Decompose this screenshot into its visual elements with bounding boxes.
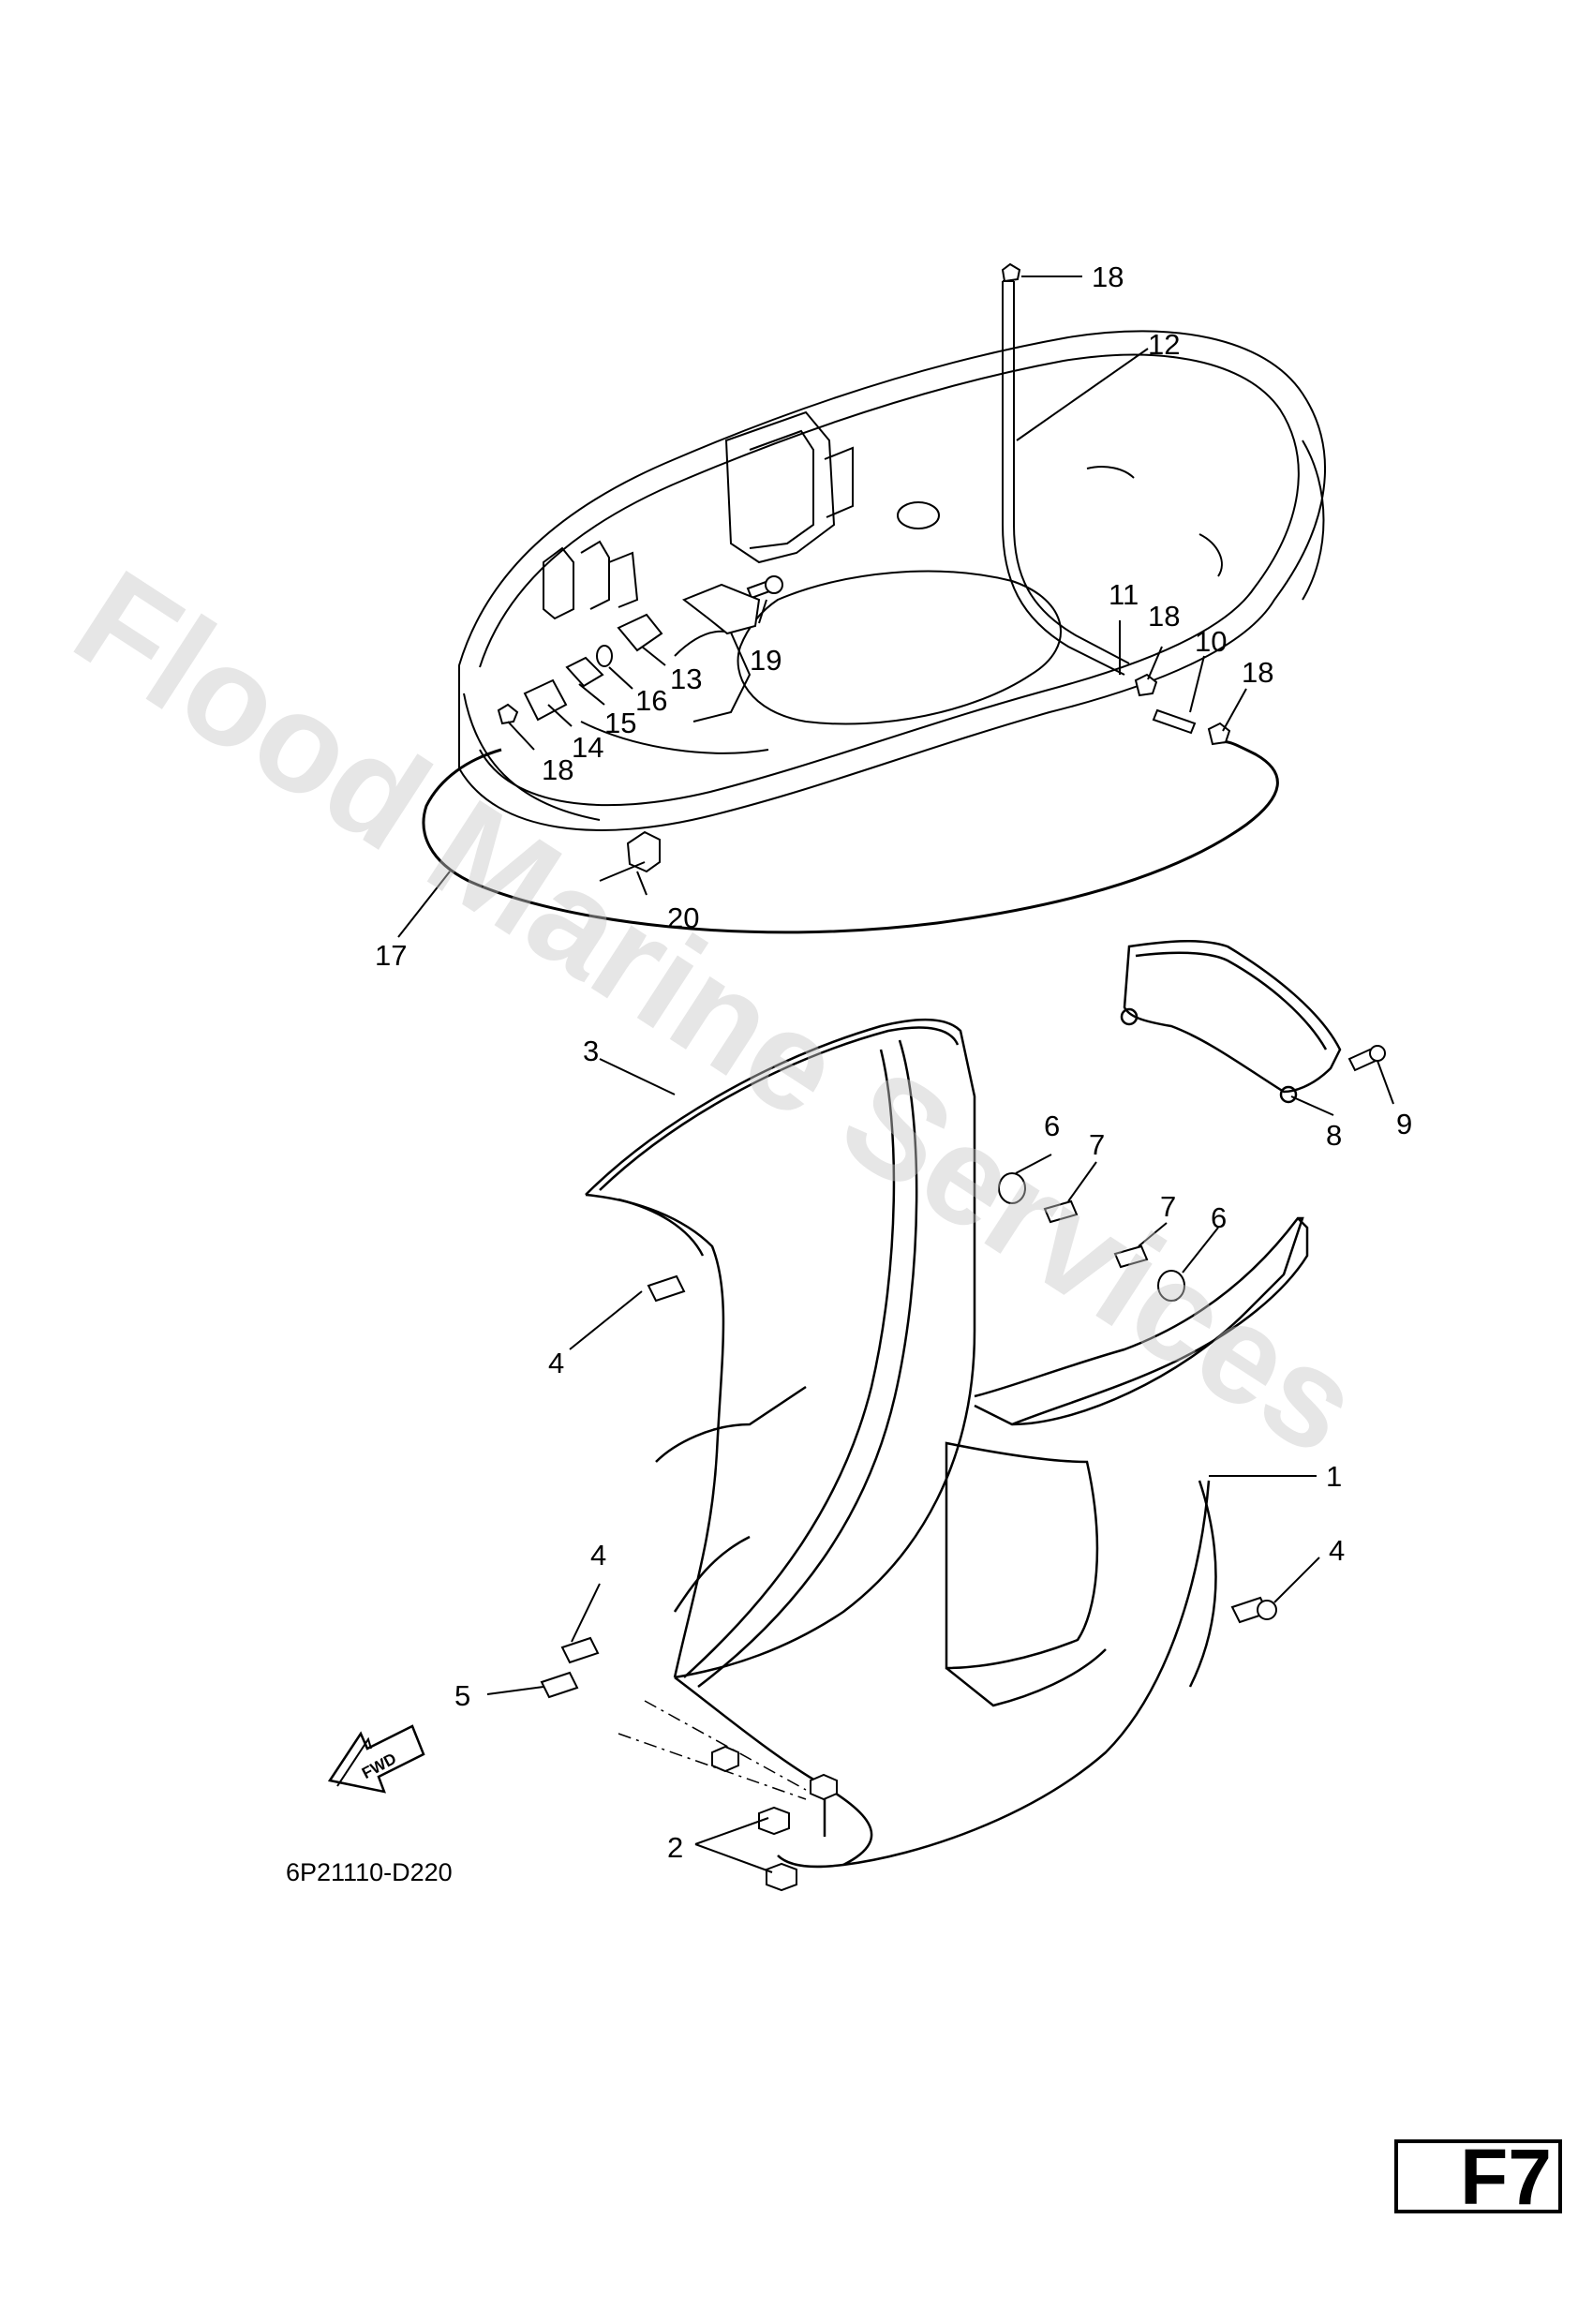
callout-5: 5	[454, 1679, 470, 1712]
callout-4-c: 4	[590, 1539, 606, 1572]
callout-4-a: 4	[548, 1347, 564, 1379]
callout-7-b: 7	[1160, 1190, 1176, 1223]
callout-12: 12	[1148, 328, 1180, 361]
callout-18-far: 18	[1242, 656, 1273, 689]
top-cowling	[458, 330, 1326, 831]
callout-20: 20	[667, 901, 699, 934]
callout-4-b: 4	[1329, 1534, 1345, 1567]
callout-18-right: 18	[1148, 600, 1180, 633]
callout-11: 11	[1109, 578, 1139, 611]
drawing-code: 6P21110-D220	[286, 1858, 453, 1886]
callout-8: 8	[1326, 1119, 1342, 1152]
callout-2: 2	[667, 1831, 683, 1864]
callout-1: 1	[1326, 1460, 1342, 1493]
dashed-lines	[618, 1700, 807, 1800]
hardware-lower-group	[540, 1045, 1386, 1892]
bracket-8	[1120, 940, 1342, 1104]
callout-9: 9	[1396, 1108, 1412, 1140]
callout-17: 17	[375, 939, 407, 972]
callout-7-a: 7	[1089, 1128, 1105, 1161]
page-badge-label: F7	[1460, 2133, 1552, 2221]
callout-14: 14	[572, 731, 603, 764]
watermark: Flood Marine Services	[50, 540, 1387, 1484]
page-badge: F7	[1394, 2133, 1562, 2221]
hardware-top-group	[497, 262, 1231, 873]
callout-16: 16	[635, 684, 667, 717]
hose-12	[1002, 280, 1130, 676]
fwd-arrow: FWD	[327, 1724, 425, 1794]
callout-19: 19	[750, 644, 782, 677]
hose-17-loop	[422, 740, 1279, 934]
callout-3: 3	[583, 1035, 599, 1067]
callout-6-a: 6	[1044, 1110, 1060, 1142]
callout-13: 13	[670, 663, 702, 695]
callout-15: 15	[604, 707, 636, 739]
callout-10: 10	[1195, 625, 1227, 658]
callout-18-top: 18	[1092, 261, 1124, 293]
leader-lines	[397, 276, 1394, 1873]
callout-18-left: 18	[542, 753, 573, 786]
callout-labels: 18 12 11 18 10 18 19 13 16 15 14 18 20 1…	[375, 261, 1412, 1864]
callout-6-b: 6	[1211, 1201, 1227, 1234]
